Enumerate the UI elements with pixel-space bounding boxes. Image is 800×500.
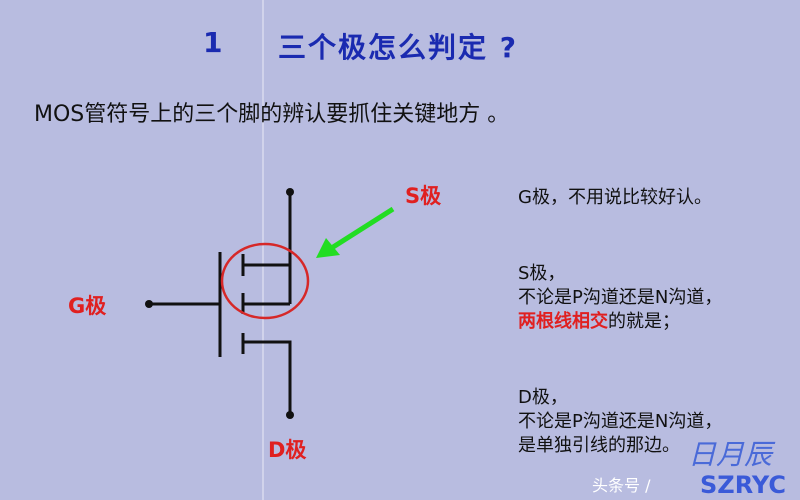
label-gate: G极 (68, 294, 107, 318)
watermark-logo: 日月辰 (688, 438, 773, 471)
drain-terminal-dot (286, 411, 294, 419)
source-highlight-circle (220, 242, 310, 320)
source-desc-rest: 的就是； (608, 311, 680, 332)
source-desc-line: S极， (518, 263, 566, 284)
label-source: S极 (405, 184, 442, 208)
arrow-shaft (328, 206, 395, 252)
watermark-source: 头条号 / (592, 476, 651, 495)
source-desc-line: 不论是P沟道还是N沟道， (518, 287, 723, 308)
arrow-head-icon (316, 238, 340, 258)
highlight-text: 两根线相交 (518, 311, 608, 332)
source-terminal-dot (286, 188, 294, 196)
gate-desc-line: G极，不用说比较好认。 (518, 187, 712, 208)
intro-text: MOS管符号上的三个脚的辨认要抓住关键地方 。 (34, 102, 510, 127)
background-line (262, 0, 264, 500)
gate-description: G极，不用说比较好认。 (518, 186, 712, 210)
watermark-brand: SZRYC (700, 471, 786, 499)
drain-desc-line: 是单独引线的那边。 (518, 435, 680, 456)
gate-terminal-dot (145, 300, 153, 308)
title-text: 三个极怎么判定 ? (278, 31, 518, 64)
source-desc-line: 两根线相交的就是； (518, 310, 722, 334)
label-drain: D极 (268, 438, 307, 462)
source-description: S极， 不论是P沟道还是N沟道， 两根线相交的就是； (518, 262, 722, 334)
drain-desc-line: 不论是P沟道还是N沟道， (518, 411, 723, 432)
drain-lead (243, 340, 292, 415)
drain-desc-line: D极， (518, 387, 568, 408)
title-number: 1 (203, 26, 223, 59)
drain-description: D极， 不论是P沟道还是N沟道， 是单独引线的那边。 (518, 386, 722, 458)
